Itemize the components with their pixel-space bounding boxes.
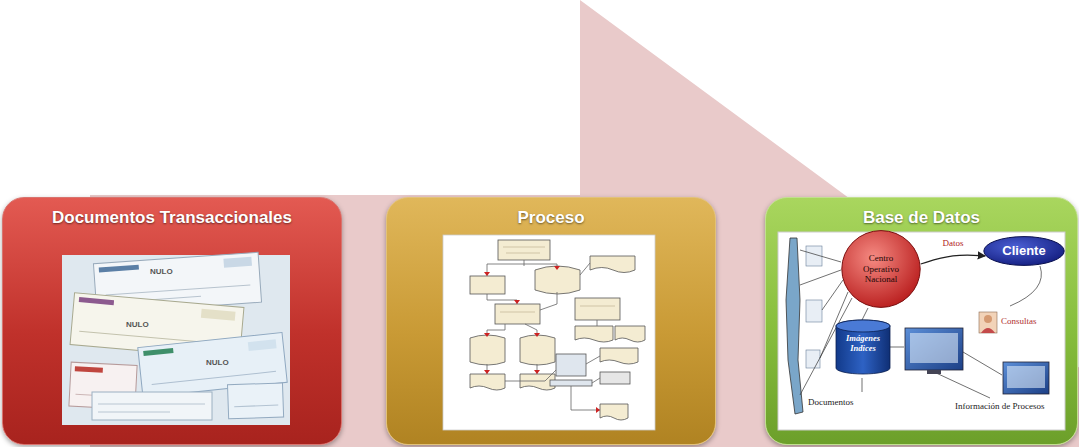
picture-label: Documentos xyxy=(808,397,854,407)
picture-label: Consultas xyxy=(1001,316,1037,326)
node-label: Cliente xyxy=(1002,244,1045,259)
person-photo xyxy=(979,312,997,333)
image-database-cylinder xyxy=(836,320,890,374)
void-stamp: NULO xyxy=(206,358,229,367)
centre-circle: Centro Operativo Nacional xyxy=(841,229,921,309)
node-text-holder: Cliente xyxy=(983,236,1065,266)
node-text-holder: Centro Operativo Nacional xyxy=(841,229,921,309)
database-picture xyxy=(778,232,1065,430)
void-stamp: NULO xyxy=(150,267,173,276)
void-stamp: NULO xyxy=(126,320,149,329)
box-title: Base de Datos xyxy=(766,198,1077,228)
picture-label: Imágenes Indices xyxy=(836,334,890,354)
connector-arrow xyxy=(921,255,986,264)
box-title: Proceso xyxy=(387,198,715,228)
cheques-picture xyxy=(62,252,290,425)
client-ellipse: Cliente xyxy=(983,236,1065,266)
node-label: Centro Operativo Nacional xyxy=(853,253,909,284)
box-title: Documentos Transaccionales xyxy=(3,198,341,228)
picture-label: Información de Procesos xyxy=(955,401,1044,411)
flowchart-picture xyxy=(443,235,655,430)
chile-map xyxy=(786,238,803,414)
edge-label: Datos xyxy=(940,238,965,248)
